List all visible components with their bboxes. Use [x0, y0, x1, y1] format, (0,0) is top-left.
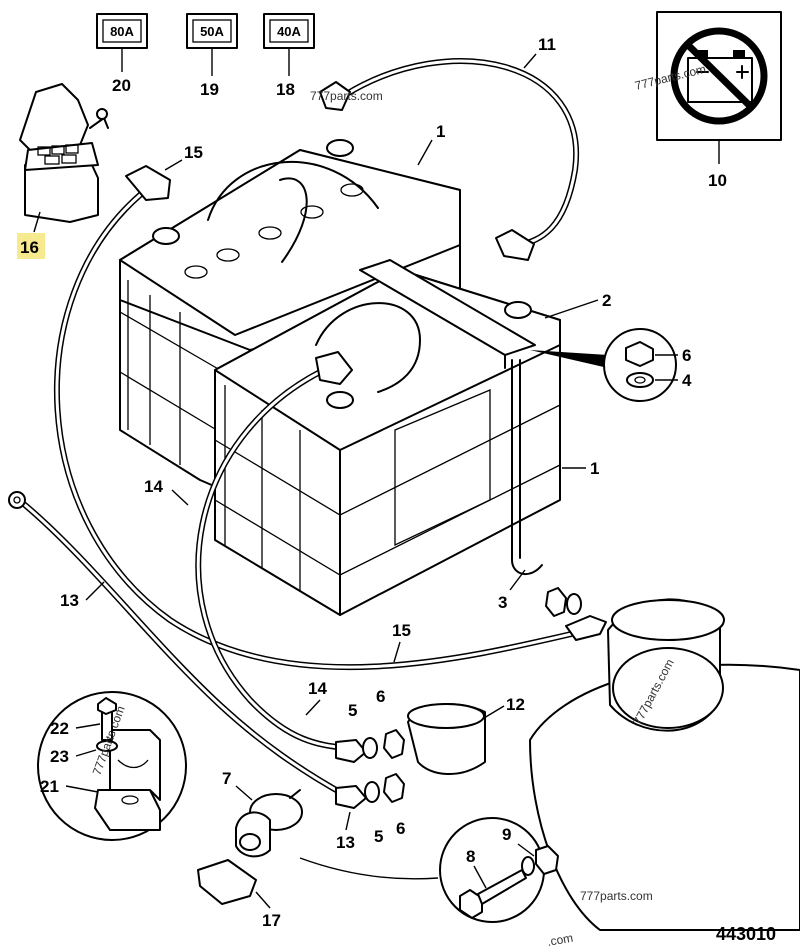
callout-23: 23 — [50, 747, 69, 766]
terminal-hardware — [362, 587, 582, 803]
callout-15-bottom: 15 — [392, 621, 411, 640]
fuse-box — [19, 83, 109, 223]
callout-5-bottom: 5 — [374, 827, 383, 846]
callout-4: 4 — [682, 371, 692, 390]
no-battery-warning-sign — [656, 11, 782, 141]
cable-15-long — [53, 165, 607, 671]
callout-20: 20 — [112, 76, 131, 95]
callout-3: 3 — [498, 593, 507, 612]
callout-2: 2 — [602, 291, 611, 310]
callout-18: 18 — [276, 80, 295, 99]
fuse-label-50a: 50A — [186, 13, 238, 49]
callout-17: 17 — [262, 911, 281, 930]
clamp-bracket — [359, 259, 543, 575]
cable-13 — [8, 491, 367, 809]
svg-text:40A: 40A — [277, 24, 301, 39]
watermark-bottom: 777parts.com — [580, 889, 653, 903]
watermark-top-left: 777parts.com — [310, 89, 383, 103]
svg-text:50A: 50A — [200, 24, 224, 39]
callout-14-bottom: 14 — [308, 679, 327, 698]
watermark-bottom-edge: .com — [546, 931, 574, 949]
callout-22: 22 — [50, 719, 69, 738]
callout-13-left: 13 — [60, 591, 79, 610]
svg-text:80A: 80A — [110, 24, 134, 39]
callout-6-top: 6 — [376, 687, 385, 706]
callout-19: 19 — [200, 80, 219, 99]
callout-9: 9 — [502, 825, 511, 844]
callout-8: 8 — [466, 847, 475, 866]
drawing-code: 443010 — [716, 924, 776, 944]
protective-sleeve — [407, 703, 486, 776]
callout-6-detail: 6 — [682, 346, 691, 365]
starter-motor — [529, 598, 800, 931]
callout-6-bottom: 6 — [396, 819, 405, 838]
callout-21: 21 — [40, 777, 59, 796]
fuse-label-80a: 80A — [96, 13, 148, 49]
callout-14-top: 14 — [144, 477, 163, 496]
nut-washer-detail — [530, 328, 677, 402]
callout-10: 10 — [708, 171, 727, 190]
callout-1-front: 1 — [590, 459, 599, 478]
callout-13-bottom: 13 — [336, 833, 355, 852]
cable-11 — [319, 58, 580, 261]
bracket-detail — [37, 691, 187, 841]
bolt-nut-detail — [439, 817, 559, 923]
callout-5-top: 5 — [348, 701, 357, 720]
cable-14 — [195, 351, 367, 763]
callout-7: 7 — [222, 769, 231, 788]
battery-isolator-switch — [235, 789, 303, 858]
callout-16: 16 — [20, 238, 39, 257]
callout-11: 11 — [538, 35, 556, 54]
isolator-key — [197, 859, 257, 905]
callout-15-top: 15 — [184, 143, 203, 162]
fuse-label-40a: 40A — [263, 13, 315, 49]
callout-12: 12 — [506, 695, 525, 714]
callout-1-top: 1 — [436, 122, 445, 141]
